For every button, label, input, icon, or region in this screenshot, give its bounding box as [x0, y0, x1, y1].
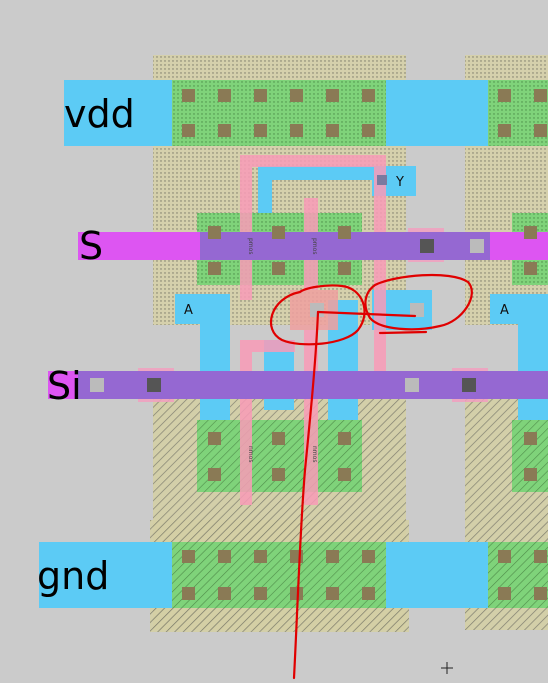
contact-square — [218, 587, 231, 600]
contact-square — [290, 124, 303, 137]
poly-jog — [240, 340, 295, 352]
contact-square — [254, 89, 267, 102]
annotation-underline — [378, 330, 428, 335]
gnd-label: gnd — [37, 554, 109, 598]
contact-square — [290, 550, 303, 563]
contact-square — [498, 89, 511, 102]
contact-square — [534, 550, 547, 563]
label-layer: vdd gnd S Si Y A A pmos pmos nmos nmos — [37, 92, 509, 598]
contact-square — [254, 124, 267, 137]
via-square — [462, 378, 476, 392]
crosshair-icon — [441, 662, 453, 674]
poly-gate-1-upper — [240, 155, 252, 300]
contact-square — [208, 468, 221, 481]
vdd-tap-diff-left — [172, 80, 386, 146]
s-label: S — [79, 224, 103, 268]
via-square — [410, 303, 424, 317]
nmos-diff-right — [512, 420, 548, 492]
contact-square — [362, 89, 375, 102]
poly-right-column — [374, 155, 386, 390]
contact-square — [218, 89, 231, 102]
contact-square — [182, 550, 195, 563]
contact-square — [524, 432, 537, 445]
gate-label-p2: pmos — [311, 238, 318, 254]
poly-top — [240, 155, 386, 167]
red-annotation — [269, 273, 473, 680]
annotation-circle-left — [269, 284, 366, 346]
contact-square — [362, 550, 375, 563]
contact-square — [272, 262, 285, 275]
via-square — [90, 378, 104, 392]
gnd-tap-diff-left — [172, 542, 386, 608]
contact-square — [208, 262, 221, 275]
contact-square — [326, 89, 339, 102]
gate-label-n2: nmos — [311, 446, 318, 462]
annotation-vertical-stroke — [292, 310, 320, 680]
annotation-connect-line — [316, 310, 417, 318]
contact-square — [218, 124, 231, 137]
contact-square — [290, 89, 303, 102]
contact-square — [272, 226, 285, 239]
contact-square — [182, 587, 195, 600]
y-pin-pad[interactable] — [386, 166, 416, 196]
contact-square — [524, 468, 537, 481]
contact-square — [338, 226, 351, 239]
via-square — [147, 378, 161, 392]
contact-square — [290, 587, 303, 600]
via-square — [377, 175, 387, 185]
poly-gate-2-lower — [304, 340, 318, 505]
y-metal-left[interactable] — [258, 166, 272, 226]
contact-square — [498, 550, 511, 563]
contact-square — [362, 124, 375, 137]
a-pin-label-left: A — [184, 303, 193, 318]
contact-square — [272, 432, 285, 445]
nmos-diff-left — [197, 420, 362, 492]
via-square — [310, 303, 324, 317]
contact-square — [208, 226, 221, 239]
contact-square — [326, 550, 339, 563]
contact-square — [338, 432, 351, 445]
gate-label-n1: nmos — [247, 446, 254, 462]
contact-square — [326, 124, 339, 137]
vdd-label: vdd — [64, 92, 135, 136]
contact-square — [362, 587, 375, 600]
annotation-circle-right — [364, 273, 473, 331]
via-square — [405, 378, 419, 392]
contact-square — [208, 432, 221, 445]
contact-layer — [90, 89, 547, 600]
gate-label-p1: pmos — [247, 238, 254, 254]
y-pin-label: Y — [395, 175, 404, 190]
contact-square — [254, 587, 267, 600]
contact-square — [534, 587, 547, 600]
contact-square — [338, 262, 351, 275]
contact-square — [338, 468, 351, 481]
contact-square — [272, 468, 285, 481]
a-pin-label-right: A — [500, 303, 509, 318]
contact-square — [218, 550, 231, 563]
y-metal-top[interactable] — [258, 166, 386, 180]
via-square — [470, 239, 484, 253]
poly-gate-1-lower — [240, 340, 252, 505]
contact-square — [524, 226, 537, 239]
contact-square — [326, 587, 339, 600]
diffusion-layer — [172, 80, 548, 608]
contact-square — [498, 587, 511, 600]
contact-square — [182, 124, 195, 137]
contact-square — [182, 89, 195, 102]
si-label: Si — [47, 364, 82, 408]
contact-square — [524, 262, 537, 275]
via-square — [420, 239, 434, 253]
contact-square — [254, 550, 267, 563]
contact-square — [534, 124, 547, 137]
contact-square — [498, 124, 511, 137]
contact-square — [534, 89, 547, 102]
